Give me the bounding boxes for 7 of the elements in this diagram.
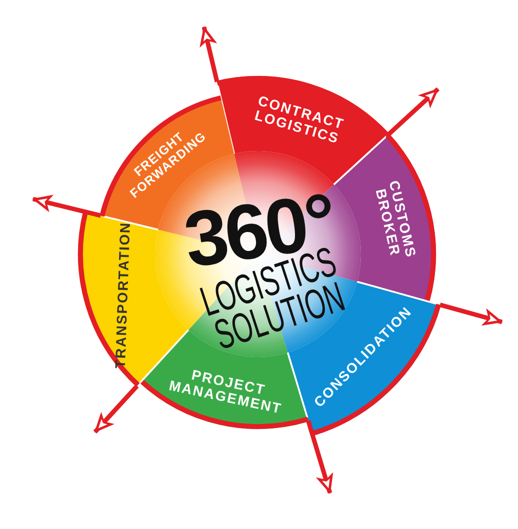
arrow [439,302,503,326]
arrow [200,26,220,82]
arrow [32,194,102,218]
segment-label: TRANSPORTATION [112,222,133,369]
arrow [93,384,139,434]
arrow [306,420,334,494]
arrow [386,87,440,136]
